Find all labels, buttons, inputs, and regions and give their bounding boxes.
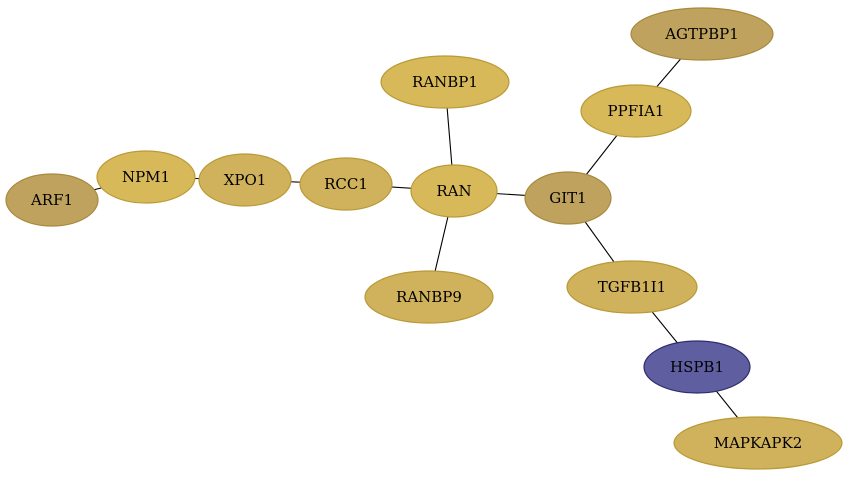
node-ranbp1[interactable]: RANBP1 xyxy=(380,55,510,109)
node-label: RANBP9 xyxy=(396,288,462,306)
node-arf1[interactable]: ARF1 xyxy=(5,173,99,227)
node-ellipse xyxy=(580,84,692,138)
node-ellipse xyxy=(410,164,498,218)
node-label: GIT1 xyxy=(549,189,586,207)
node-label: XPO1 xyxy=(224,171,267,189)
node-ranbp9[interactable]: RANBP9 xyxy=(364,270,494,324)
node-ellipse xyxy=(643,340,751,394)
node-xpo1[interactable]: XPO1 xyxy=(198,153,292,207)
node-label: RANBP1 xyxy=(412,73,478,91)
node-ellipse xyxy=(673,416,843,470)
node-hspb1[interactable]: HSPB1 xyxy=(643,340,751,394)
node-label: ARF1 xyxy=(30,191,73,209)
node-label: AGTPBP1 xyxy=(664,25,739,43)
node-npm1[interactable]: NPM1 xyxy=(96,150,196,204)
node-ran[interactable]: RAN xyxy=(410,164,498,218)
node-ellipse xyxy=(198,153,292,207)
node-label: PPFIA1 xyxy=(608,102,665,120)
node-label: RCC1 xyxy=(324,175,368,193)
node-mapkapk2[interactable]: MAPKAPK2 xyxy=(673,416,843,470)
node-label: NPM1 xyxy=(122,168,170,186)
node-ellipse xyxy=(566,260,698,314)
node-ellipse xyxy=(5,173,99,227)
node-ellipse xyxy=(96,150,196,204)
node-git1[interactable]: GIT1 xyxy=(524,171,612,225)
node-ellipse xyxy=(380,55,510,109)
node-label: TGFB1I1 xyxy=(598,278,666,296)
node-ellipse xyxy=(524,171,612,225)
node-ellipse xyxy=(364,270,494,324)
node-label: RAN xyxy=(436,182,471,200)
node-ellipse xyxy=(630,7,774,61)
node-ppfia1[interactable]: PPFIA1 xyxy=(580,84,692,138)
node-rcc1[interactable]: RCC1 xyxy=(299,157,393,211)
node-ellipse xyxy=(299,157,393,211)
node-tgfb1i1[interactable]: TGFB1I1 xyxy=(566,260,698,314)
node-label: HSPB1 xyxy=(670,358,724,376)
node-label: MAPKAPK2 xyxy=(714,434,803,452)
node-agtpbp1[interactable]: AGTPBP1 xyxy=(630,7,774,61)
